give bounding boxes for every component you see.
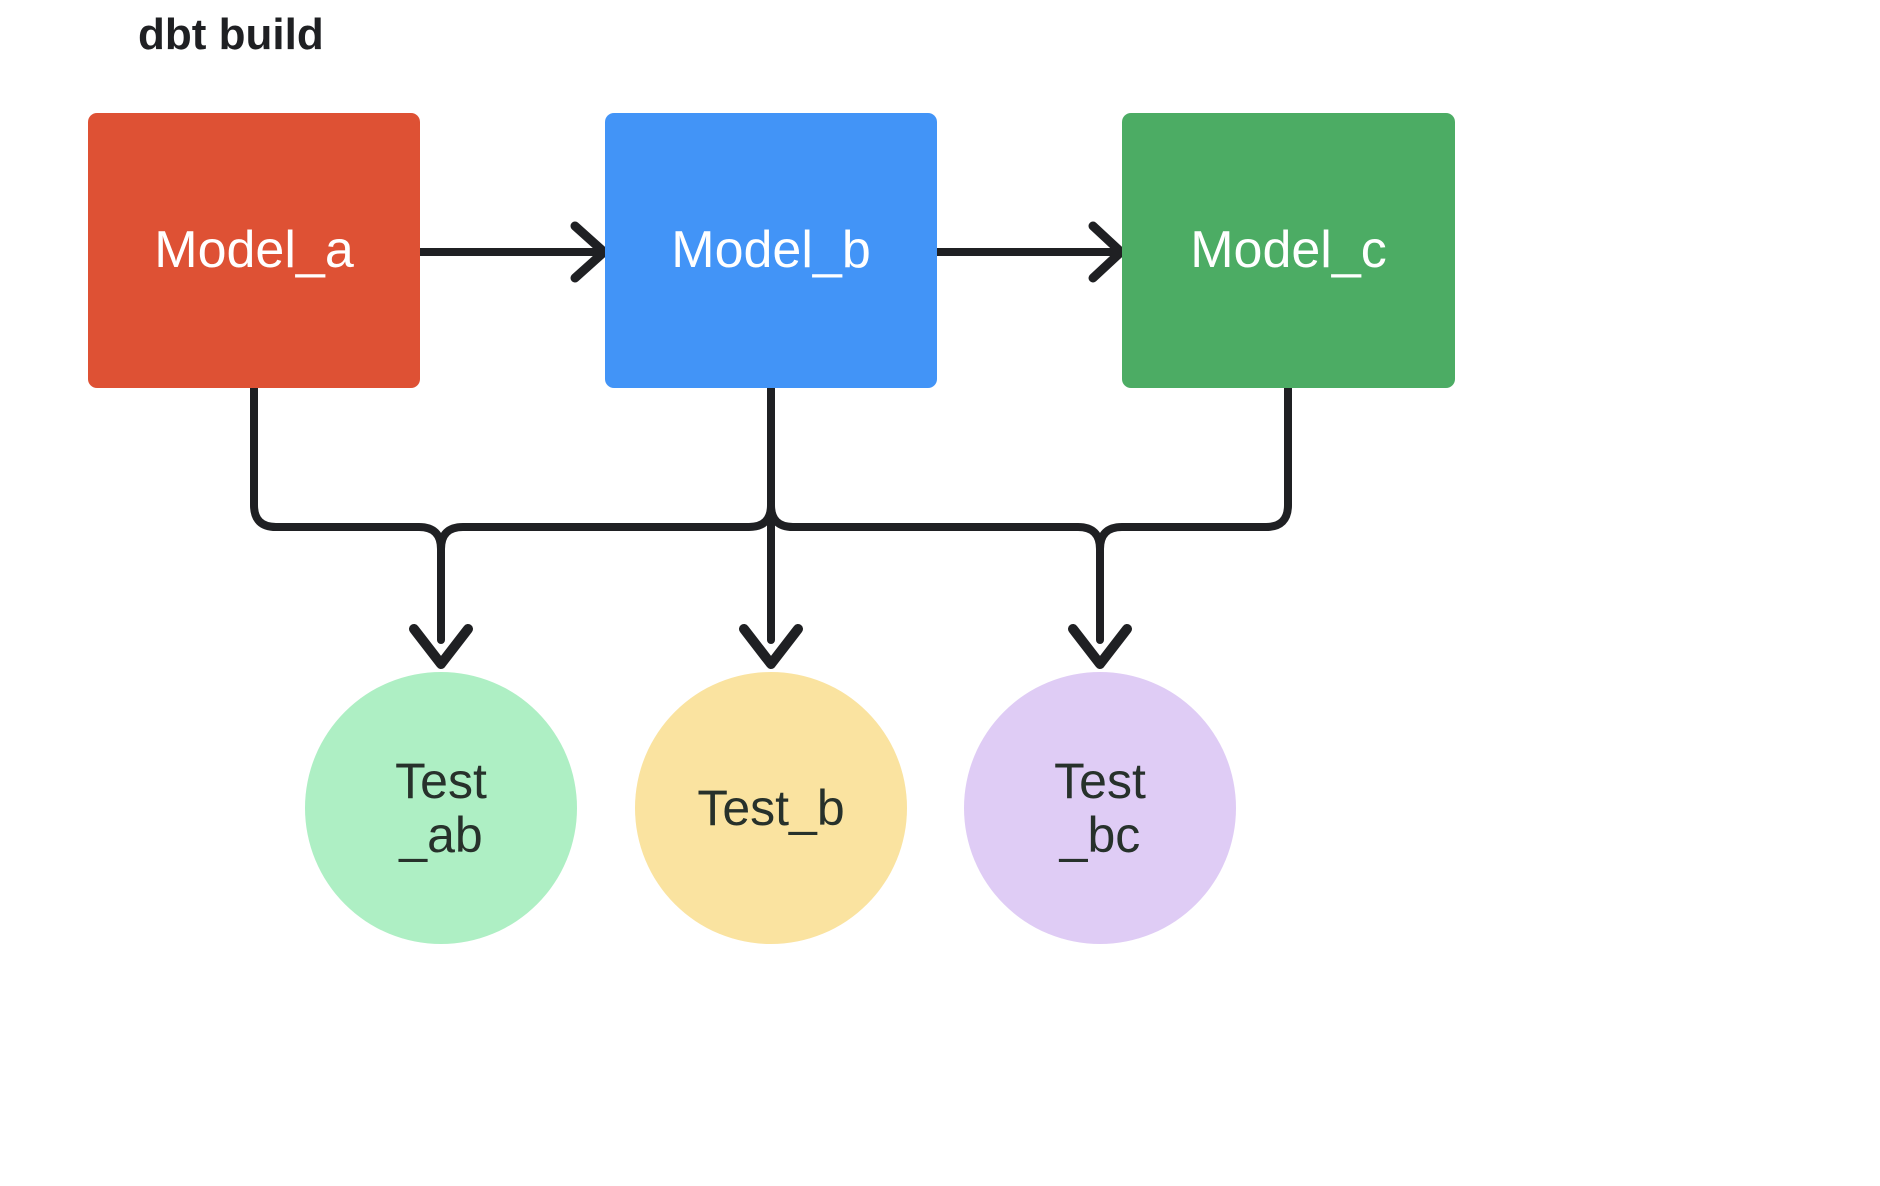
edge-model-b-to-test-bc	[767, 501, 1132, 669]
arrowhead-icon	[409, 624, 473, 669]
arrowhead-icon	[1068, 624, 1132, 669]
edge-line	[250, 384, 445, 644]
diagram-title: dbt build	[138, 10, 324, 59]
node-test-b[interactable]: Test_b	[635, 672, 907, 944]
edge-line	[1096, 384, 1292, 553]
arrowhead-icon	[570, 221, 609, 283]
node-test-b-label: Test_b	[697, 780, 845, 836]
edge-line	[767, 501, 1104, 644]
node-model-a[interactable]: Model_a	[88, 113, 420, 388]
node-model-b[interactable]: Model_b	[605, 113, 937, 388]
node-model-c[interactable]: Model_c	[1122, 113, 1455, 388]
edge-model-b-to-test-ab	[437, 384, 775, 553]
node-test-bc[interactable]: Test _bc	[964, 672, 1236, 944]
arrowhead-icon	[739, 624, 803, 669]
node-test-ab-label: Test _ab	[395, 753, 487, 863]
edge-model-c-to-test-bc	[1096, 384, 1292, 553]
edge-model-b-to-model-c	[933, 221, 1126, 283]
edge-line	[437, 384, 775, 553]
node-model-b-label: Model_b	[671, 221, 871, 280]
edge-model-a-to-model-b	[416, 221, 609, 283]
arrowhead-icon	[1088, 221, 1126, 283]
edge-model-a-to-test-ab	[250, 384, 473, 669]
node-test-bc-label: Test _bc	[1054, 753, 1146, 863]
node-model-a-label: Model_a	[154, 221, 354, 280]
node-model-c-label: Model_c	[1190, 221, 1387, 280]
node-test-ab[interactable]: Test _ab	[305, 672, 577, 944]
